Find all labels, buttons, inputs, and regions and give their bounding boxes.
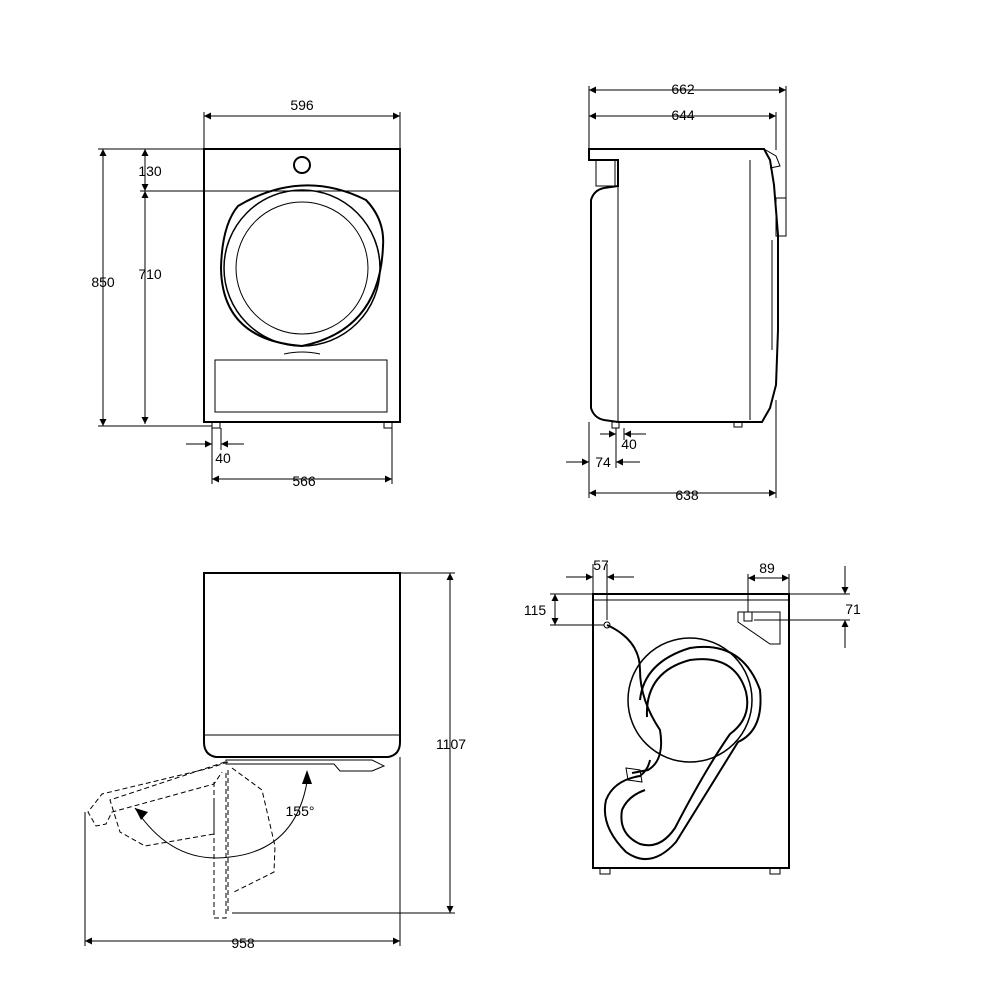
label-front-body-height: 710 — [138, 266, 162, 282]
top-door-hinge-plate — [225, 759, 386, 772]
front-left-foot — [211, 421, 221, 429]
label-side-back-offset: 74 — [595, 454, 611, 470]
kickplate-drawer — [214, 359, 388, 413]
back-duct-inner — [620, 658, 749, 847]
label-open-total-width: 958 — [231, 935, 255, 951]
front-cabinet — [203, 148, 401, 423]
back-view: 57 115 89 71 — [524, 557, 861, 875]
side-cabinet — [588, 148, 779, 423]
hose-clip-icon — [625, 767, 643, 783]
side-top-connector — [595, 159, 616, 187]
label-door-angle: 155° — [286, 803, 315, 819]
front-right-foot — [383, 421, 393, 429]
back-right-foot — [769, 867, 781, 875]
back-drum-outer — [627, 637, 753, 763]
label-side-foot-offset: 40 — [621, 436, 637, 452]
label-side-body-depth: 644 — [671, 107, 695, 123]
back-vent-bracket — [737, 611, 781, 645]
door-handle — [283, 351, 321, 355]
label-open-total-height: 1107 — [436, 736, 466, 752]
back-duct-outline — [604, 645, 762, 861]
label-back-left-drop: 115 — [524, 602, 547, 618]
power-knob-icon — [293, 156, 311, 174]
door-open-outline-e — [231, 767, 276, 893]
door-open-outline-c — [213, 770, 227, 919]
door-ring — [223, 189, 381, 347]
door-open-outline-b — [109, 761, 226, 847]
label-side-feet-depth: 638 — [675, 487, 699, 503]
top-view-door-open: 155° 1107 958 — [84, 572, 466, 951]
back-cabinet — [592, 593, 790, 869]
top-cabinet — [203, 572, 401, 758]
side-door-handle — [775, 197, 787, 237]
arc-arrow-right — [302, 770, 312, 784]
drain-hose — [606, 624, 663, 774]
label-front-foot-offset: 40 — [215, 450, 231, 466]
door-glass — [235, 201, 369, 335]
label-front-feet-span: 566 — [292, 473, 316, 489]
label-back-right-offset: 89 — [759, 560, 775, 576]
label-front-top-panel: 130 — [138, 163, 162, 179]
arc-arrow-left — [135, 808, 148, 820]
label-front-width: 596 — [290, 97, 314, 113]
side-front-foot — [733, 421, 743, 428]
front-view: 596 130 710 850 40 566 — [91, 97, 401, 489]
side-knob — [763, 148, 781, 169]
back-left-foot — [599, 867, 611, 875]
front-door-outline — [219, 184, 385, 348]
label-front-total-height: 850 — [91, 274, 115, 290]
side-view: 662 644 40 74 638 — [566, 81, 787, 503]
label-back-right-drop: 71 — [845, 601, 861, 617]
door-open-outline-a — [87, 761, 229, 827]
door-angle-arc — [134, 781, 308, 859]
label-back-left-offset: 57 — [593, 557, 609, 573]
label-side-total-depth: 662 — [671, 81, 695, 97]
